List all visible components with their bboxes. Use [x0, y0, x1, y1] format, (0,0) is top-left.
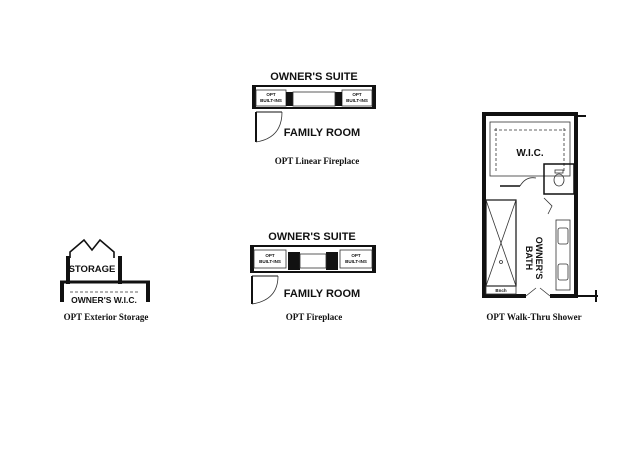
- walk-thru-shower-caption: OPT Walk-Thru Shower: [486, 312, 581, 322]
- door-swing-icon: [255, 111, 283, 143]
- fireplace-caption: OPT Fireplace: [286, 312, 342, 322]
- linear-fireplace-plan: OWNER'S SUITE OPT BUILT-INS OPT BUILT-IN…: [252, 71, 376, 166]
- sink-icon-lower: [557, 263, 569, 281]
- builtin-right-2: [339, 249, 373, 269]
- bench-label: Bnch: [495, 288, 507, 293]
- right-wall-stub-2: [372, 246, 376, 272]
- bottom-wall-left: [482, 294, 526, 298]
- wic-label: W.I.C.: [516, 148, 543, 159]
- family-room-label: FAMILY ROOM: [284, 127, 360, 139]
- linear-fireplace-caption: OPT Linear Fireplace: [275, 156, 360, 166]
- shower-drain-icon: [499, 260, 503, 264]
- walk-thru-shower-plan: W.I.C. Bnch OWNER'S BATH OPT Walk-Thru S…: [482, 112, 598, 322]
- builtin-right-2-line2: BUILT-INS: [345, 259, 367, 264]
- fireplace-plan: OWNER'S SUITE OPT BUILT-INS OPT BUILT-IN…: [250, 231, 376, 322]
- toilet-tank-icon: [554, 169, 564, 174]
- door-swing-icon-2: [251, 275, 279, 305]
- roof-peaks: [69, 238, 115, 258]
- linear-fireplace-box: [292, 91, 336, 107]
- left-wall-stub-2: [250, 246, 254, 272]
- builtin-left-2-line2: BUILT-INS: [259, 259, 281, 264]
- owners-suite-label: OWNER'S SUITE: [270, 71, 358, 83]
- fireplace-pier-left-2: [288, 252, 300, 270]
- owners-bath-label: OWNER'S BATH: [524, 237, 544, 280]
- wic-wall-right: [146, 282, 150, 302]
- builtin-left-line1: OPT: [266, 92, 276, 97]
- fireplace-pier-left: [286, 92, 293, 106]
- storage-label: STORAGE: [69, 264, 116, 275]
- family-room-label-2: FAMILY ROOM: [284, 288, 360, 300]
- builtin-right-line2: BUILT-INS: [346, 98, 368, 103]
- builtin-left-2: [253, 249, 287, 269]
- toilet-icon: [553, 173, 565, 187]
- exterior-storage-plan: STORAGE OWNER'S W.I.C. OPT Exterior Stor…: [60, 238, 150, 322]
- bottom-wall-right: [550, 294, 578, 298]
- owners-bath-line2: BATH: [524, 246, 534, 270]
- top-wall: [482, 112, 578, 116]
- toilet-door-swing-icon: [543, 197, 553, 215]
- left-wall: [482, 112, 486, 298]
- owners-suite-label-2: OWNER'S SUITE: [268, 231, 356, 243]
- entry-double-door-icon: [525, 287, 551, 297]
- exterior-storage-caption: OPT Exterior Storage: [64, 312, 149, 322]
- right-wall-stub: [372, 86, 376, 108]
- storage-wall-left: [66, 256, 70, 284]
- wic-shelving: [489, 121, 571, 177]
- left-wall-stub: [252, 86, 256, 108]
- storage-wall-right: [118, 256, 122, 284]
- sink-icon-upper: [557, 227, 569, 245]
- toilet-room: [543, 163, 575, 195]
- builtin-right-line1: OPT: [352, 92, 362, 97]
- wic-door-swing-icon: [519, 177, 537, 187]
- owners-wic-label: OWNER'S W.I.C.: [71, 295, 137, 305]
- fireplace-pier-right-2: [326, 252, 338, 270]
- shower-diagonal-b: [485, 199, 517, 287]
- builtin-left-2-line1: OPT: [265, 253, 275, 258]
- fireplace-box: [299, 253, 327, 269]
- fireplace-pier-right: [335, 92, 342, 106]
- bench: [485, 285, 517, 295]
- builtin-right-2-line1: OPT: [351, 253, 361, 258]
- builtin-left-line2: BUILT-INS: [260, 98, 282, 103]
- vanity-counter: [555, 219, 571, 291]
- right-wall: [574, 112, 578, 298]
- owners-bath-line1: OWNER'S: [534, 237, 544, 280]
- wic-wall-left: [60, 282, 64, 302]
